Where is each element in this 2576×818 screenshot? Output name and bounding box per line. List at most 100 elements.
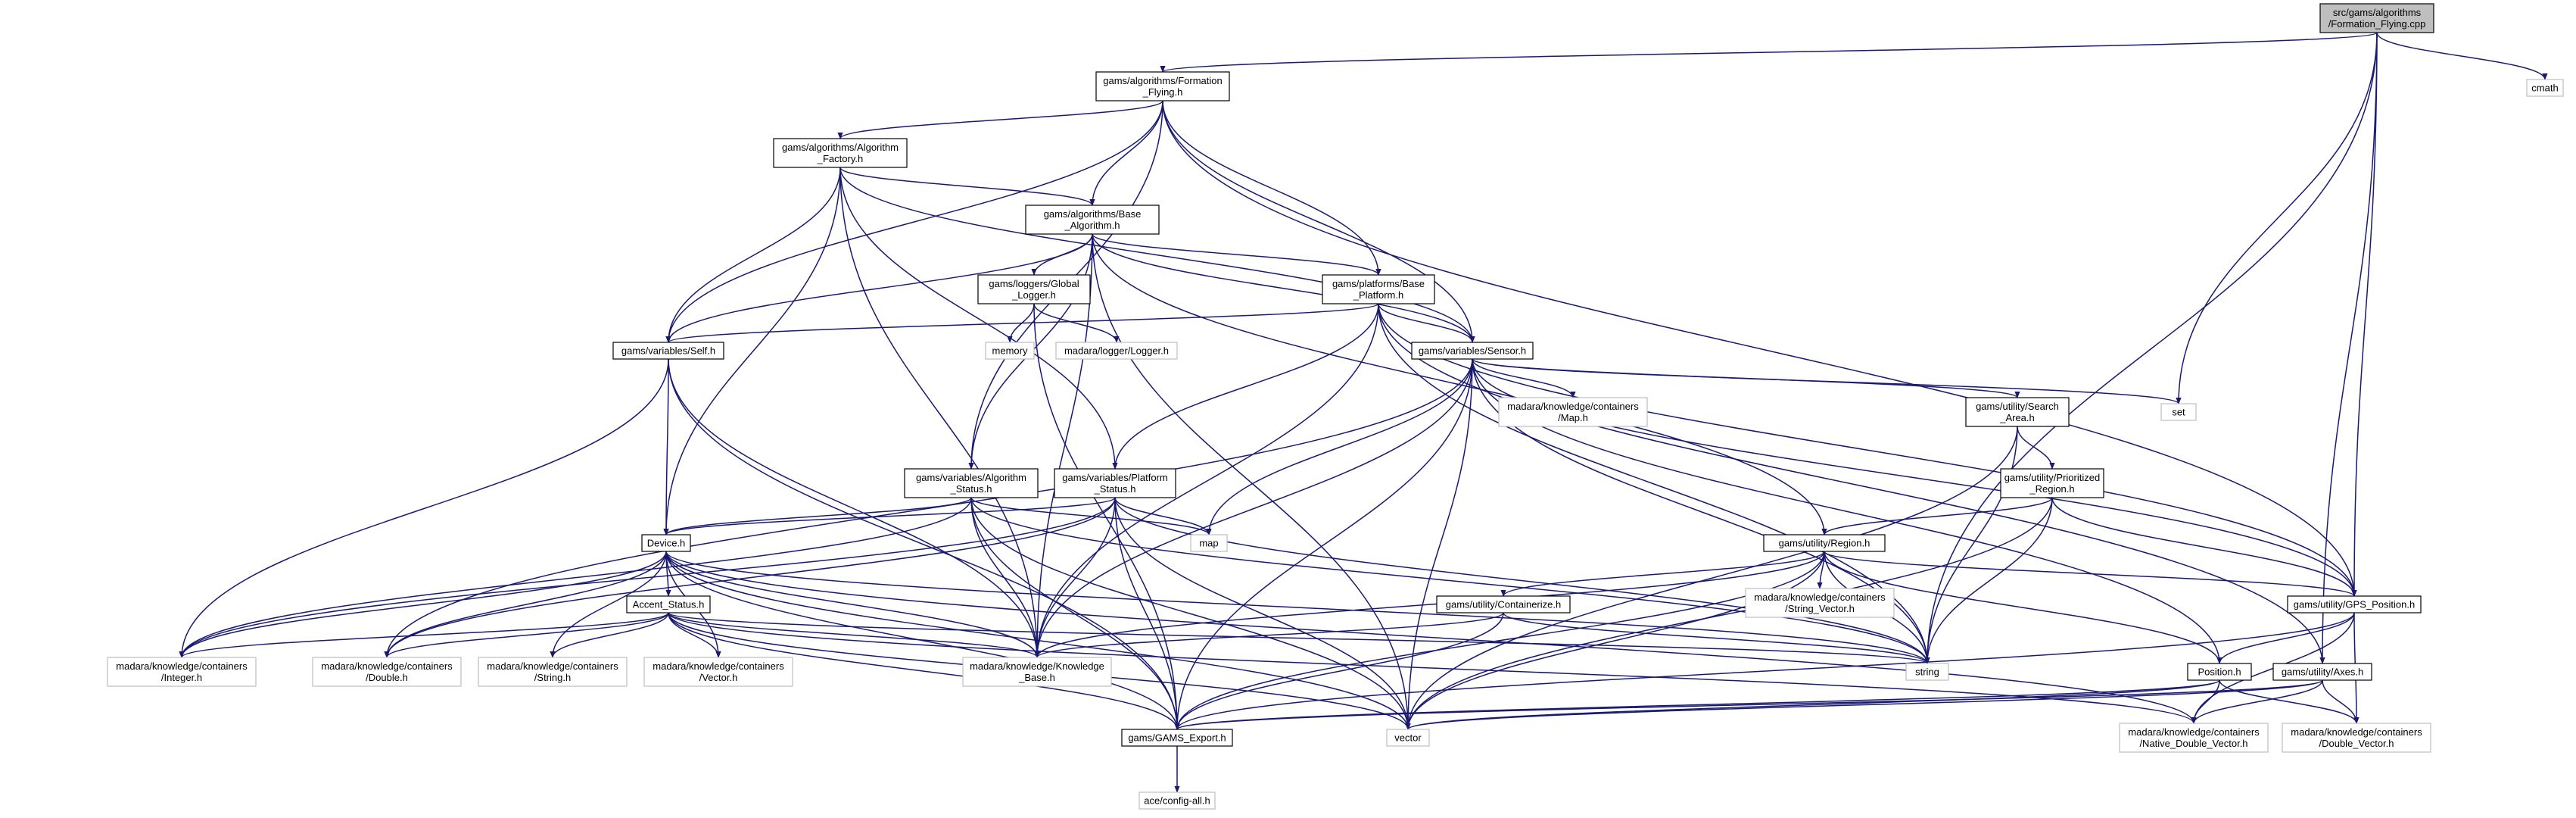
node-box[interactable] <box>1322 274 1435 304</box>
node-device[interactable]: Device.h <box>641 534 691 552</box>
node-box[interactable] <box>1386 729 1430 747</box>
node-label: _Region.h <box>2029 483 2074 495</box>
node-algfactory[interactable]: gams/algorithms/Algorithm_Factory.h <box>773 138 908 168</box>
node-set[interactable]: set <box>2160 403 2197 421</box>
edge-searcharea-to-string <box>1924 426 2018 664</box>
node-box[interactable] <box>1055 342 1178 360</box>
node-formation-h[interactable]: gams/algorithms/Formation_Flying.h <box>1095 71 1230 101</box>
node-axes[interactable]: gams/utility/Axes.h <box>2272 663 2372 681</box>
edge-prioritized-to-vector <box>1405 497 2053 730</box>
edge-globallogger-to-gamsexport <box>1033 303 1180 730</box>
node-box[interactable] <box>1054 468 1176 498</box>
node-aceconfig[interactable]: ace/config-all.h <box>1138 791 1216 810</box>
edge-formation_cpp-to-string <box>1924 32 2378 664</box>
node-madaralogger[interactable]: madara/logger/Logger.h <box>1055 342 1178 360</box>
node-containerize[interactable]: gams/utility/Containerize.h <box>1436 595 1571 614</box>
node-box[interactable] <box>641 534 691 552</box>
node-label: gams/loggers/Global <box>989 278 1079 289</box>
node-map[interactable]: map <box>1190 534 1228 552</box>
node-box[interactable] <box>2526 79 2564 97</box>
node-box[interactable] <box>2287 595 2422 614</box>
edge-accent-to-integer <box>179 612 669 658</box>
node-box[interactable] <box>478 657 628 687</box>
node-label: madara/knowledge/containers <box>653 660 784 672</box>
node-box[interactable] <box>626 595 711 614</box>
node-label: string <box>1915 667 1939 678</box>
node-box[interactable] <box>1965 397 2070 427</box>
node-memory[interactable]: memory <box>985 342 1035 360</box>
node-strvec[interactable]: madara/knowledge/containers/String_Vecto… <box>1745 588 1895 618</box>
node-box[interactable] <box>1411 342 1534 360</box>
node-box[interactable] <box>904 468 1039 498</box>
node-platstatus[interactable]: gams/variables/Platform_Status.h <box>1054 468 1176 498</box>
node-box[interactable] <box>985 342 1035 360</box>
node-mapcont[interactable]: madara/knowledge/containers/Map.h <box>1498 397 1648 427</box>
node-box[interactable] <box>773 138 908 168</box>
node-string-h[interactable]: madara/knowledge/containers/String.h <box>478 657 628 687</box>
node-basealg[interactable]: gams/algorithms/Base_Algorithm.h <box>1025 204 1160 235</box>
node-box[interactable] <box>612 342 724 360</box>
edge-position-to-gamsexport <box>1174 679 2220 730</box>
edge-position-to-vector <box>1405 679 2220 730</box>
edge-prioritized-to-string <box>1924 497 2053 664</box>
node-accent[interactable]: Accent_Status.h <box>626 595 711 614</box>
node-label: gams/algorithms/Algorithm <box>782 142 899 153</box>
node-label: _Status.h <box>1094 483 1136 495</box>
node-label: gams/variables/Platform <box>1062 472 1167 483</box>
node-integer[interactable]: madara/knowledge/containers/Integer.h <box>107 657 257 687</box>
node-cmath[interactable]: cmath <box>2526 79 2564 97</box>
edge-region-to-gamsexport <box>1174 551 1825 730</box>
node-label: /Map.h <box>1558 412 1588 423</box>
edge-accent-to-gamsexport <box>668 612 1180 730</box>
node-label: madara/knowledge/containers <box>321 660 453 672</box>
node-box[interactable] <box>1025 204 1160 235</box>
node-position[interactable]: Position.h <box>2187 663 2252 681</box>
node-box[interactable] <box>643 657 793 687</box>
node-formation-cpp[interactable]: src/gams/algorithms/Formation_Flying.cpp <box>2319 3 2434 33</box>
node-box[interactable] <box>312 657 462 687</box>
node-box[interactable] <box>2272 663 2372 681</box>
node-dvh[interactable]: madara/knowledge/containers/Double_Vecto… <box>2282 723 2431 753</box>
node-box[interactable] <box>1138 791 1216 810</box>
node-algstatus[interactable]: gams/variables/Algorithm_Status.h <box>904 468 1039 498</box>
node-label: madara/knowledge/containers <box>1507 401 1639 412</box>
node-box[interactable] <box>2119 723 2269 753</box>
node-box[interactable] <box>977 274 1091 304</box>
node-box[interactable] <box>2282 723 2431 753</box>
node-box[interactable] <box>1763 534 1886 552</box>
node-box[interactable] <box>1121 729 1233 747</box>
node-kbase[interactable]: madara/knowledge/Knowledge_Base.h <box>962 657 1112 687</box>
node-gamsexport[interactable]: gams/GAMS_Export.h <box>1121 729 1233 747</box>
node-box[interactable] <box>1905 663 1949 681</box>
node-box[interactable] <box>107 657 257 687</box>
edge-accent-to-double <box>384 612 669 658</box>
node-vector-h[interactable]: madara/knowledge/containers/Vector.h <box>643 657 793 687</box>
edge-device-to-nativedv <box>665 551 2197 724</box>
edge-region-to-vector <box>1405 551 1825 730</box>
edge-self-to-kbase <box>668 358 1040 658</box>
node-region[interactable]: gams/utility/Region.h <box>1763 534 1886 552</box>
node-sensor[interactable]: gams/variables/Sensor.h <box>1411 342 1534 360</box>
node-baseplatform[interactable]: gams/platforms/Base_Platform.h <box>1322 274 1435 304</box>
node-double[interactable]: madara/knowledge/containers/Double.h <box>312 657 462 687</box>
node-box[interactable] <box>2319 3 2434 33</box>
edge-basealg-to-baseplatform <box>1092 233 1381 276</box>
node-box[interactable] <box>2187 663 2252 681</box>
node-prioritized[interactable]: gams/utility/Prioritized_Region.h <box>2000 468 2104 498</box>
node-box[interactable] <box>1190 534 1228 552</box>
node-string[interactable]: string <box>1905 663 1949 681</box>
node-searcharea[interactable]: gams/utility/Search_Area.h <box>1965 397 2070 427</box>
node-box[interactable] <box>1436 595 1571 614</box>
edge-platstatus-to-integer <box>179 497 1116 658</box>
node-box[interactable] <box>2160 403 2197 421</box>
node-box[interactable] <box>2000 468 2104 498</box>
node-nativedv[interactable]: madara/knowledge/containers/Native_Doubl… <box>2119 723 2269 753</box>
node-box[interactable] <box>1095 71 1230 101</box>
node-self[interactable]: gams/variables/Self.h <box>612 342 724 360</box>
node-box[interactable] <box>962 657 1112 687</box>
node-box[interactable] <box>1745 588 1895 618</box>
node-gps[interactable]: gams/utility/GPS_Position.h <box>2287 595 2422 614</box>
node-box[interactable] <box>1498 397 1648 427</box>
node-vector[interactable]: vector <box>1386 729 1430 747</box>
node-globallogger[interactable]: gams/loggers/Global_Logger.h <box>977 274 1091 304</box>
